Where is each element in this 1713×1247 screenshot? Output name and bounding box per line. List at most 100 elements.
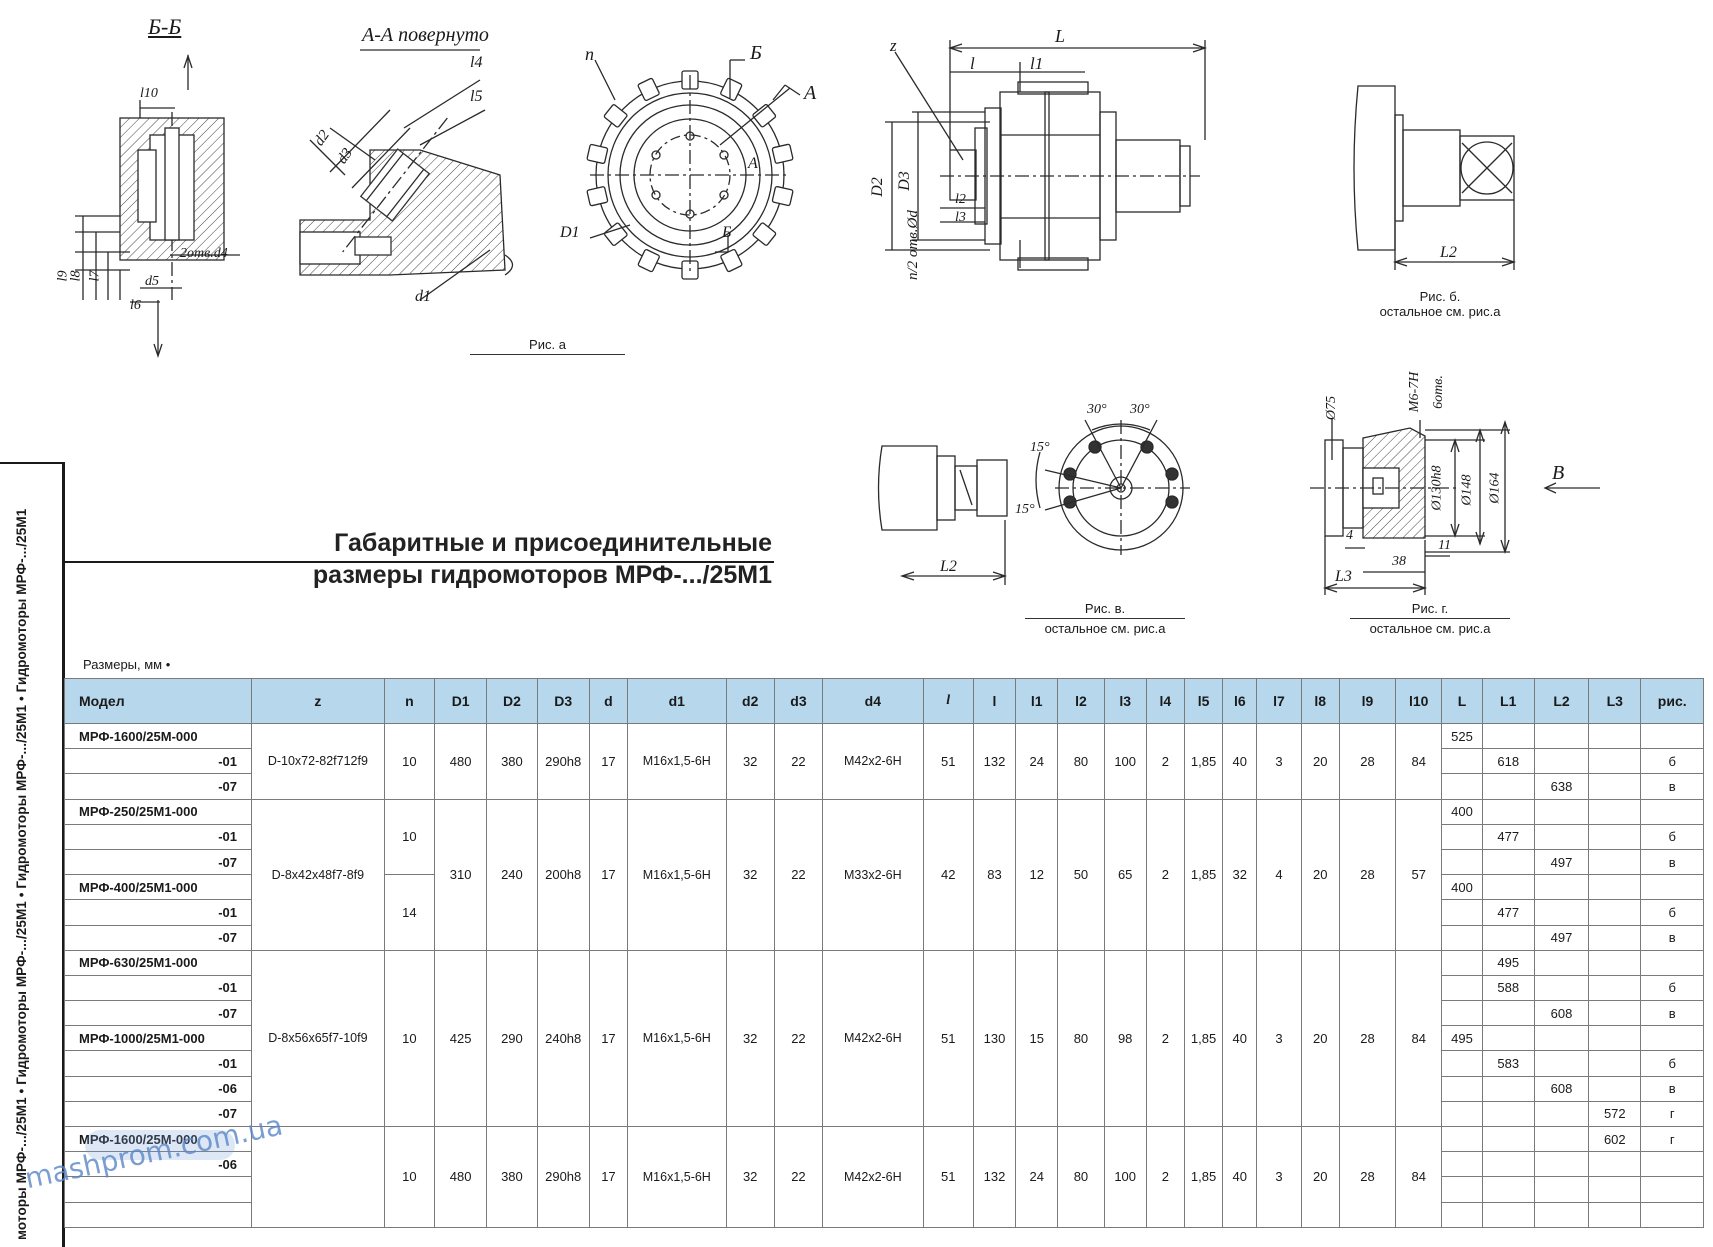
mark-b: Б (750, 42, 762, 64)
col-header-L3: L3 (1588, 678, 1642, 724)
cell-L2 (1533, 974, 1590, 1002)
cell-d2: 32 (725, 798, 775, 951)
cell-L (1441, 848, 1483, 876)
col-header-d4: d4 (822, 678, 924, 724)
cell-d3: 22 (773, 949, 824, 1128)
caption-fig-b: Рис. б. остальное см. рис.а (1360, 289, 1520, 319)
cell-L (1441, 949, 1483, 976)
mark-thread: М6-7Н (1407, 371, 1423, 413)
cell-d3: 22 (773, 1126, 824, 1228)
col-header-l7: l7 (1256, 678, 1302, 724)
cell-l-italic: 51 (922, 1126, 974, 1228)
col-header-d3: d3 (773, 678, 824, 724)
cell-L2: 638 (1533, 773, 1590, 800)
cell-l7: 4 (1256, 798, 1302, 951)
mark-d1: D1 (560, 224, 580, 241)
col-header-l-italic: l (922, 678, 974, 724)
model-name: МРФ-1600/25М-000 (63, 722, 253, 750)
cell-fig (1640, 1176, 1704, 1203)
cell-l4: 2 (1145, 1126, 1185, 1228)
cell-l3: 100 (1103, 1126, 1147, 1228)
cell-L3 (1588, 874, 1642, 901)
cell-fig (1640, 722, 1704, 750)
cell-fig: в (1640, 773, 1704, 800)
col-header-L2: L2 (1533, 678, 1590, 724)
cell-L3: 602 (1588, 1125, 1642, 1153)
cell-l: 132 (972, 723, 1017, 800)
cell-n: 10 (383, 798, 436, 876)
cell-L2: 497 (1533, 924, 1590, 951)
section-aa-label: А-А повернуто (362, 24, 489, 46)
cell-z (251, 1126, 385, 1228)
cell-L: 400 (1441, 798, 1483, 825)
col-header-D1: D1 (433, 678, 488, 724)
cell-l5: 1,85 (1183, 1126, 1224, 1228)
cell-l8: 20 (1300, 1126, 1340, 1228)
mark-ang15a: 15° (1030, 440, 1050, 455)
cell-L2 (1533, 1125, 1590, 1153)
cell-l4: 2 (1145, 949, 1185, 1128)
mark-l3: l3 (955, 210, 966, 225)
cell-fig: в (1640, 1000, 1704, 1027)
units-label: Размеры, мм • (83, 657, 171, 672)
cell-L1 (1481, 924, 1535, 951)
cell-z: D-8x56x65f7-10f9 (251, 949, 385, 1128)
page-title-line-1: Габаритные и присоединительные (334, 529, 772, 557)
cell-D1: 480 (433, 1126, 488, 1228)
cell-fig: б (1640, 974, 1704, 1002)
cell-l6: 40 (1222, 723, 1258, 800)
cell-d1: M16x1,5-6H (627, 1126, 727, 1228)
cell-L (1441, 773, 1483, 800)
cell-L2: 497 (1533, 848, 1590, 876)
cell-fig (1640, 1151, 1704, 1178)
mark-l7: l7 (87, 270, 103, 282)
mark-L3: L3 (1335, 568, 1352, 585)
cell-l4: 2 (1145, 798, 1185, 951)
mark-holes: n/2 отв.Ød (905, 210, 921, 280)
cell-L3 (1588, 1025, 1642, 1052)
mark-view-b: В (1552, 462, 1565, 484)
cell-L2 (1533, 1176, 1590, 1203)
cell-n: 14 (383, 874, 436, 951)
cell-L3 (1588, 848, 1642, 876)
cell-D2: 380 (486, 1126, 538, 1228)
cell-d3: 22 (773, 723, 824, 800)
cell-L2 (1533, 874, 1590, 901)
cell-L2 (1533, 722, 1590, 750)
side-strip (0, 462, 65, 1247)
mark-l6: l6 (130, 298, 141, 313)
cell-L2: 608 (1533, 1000, 1590, 1027)
cell-L3 (1588, 1075, 1642, 1102)
mark-l10: l10 (140, 86, 158, 101)
technical-drawings (75, 40, 1600, 595)
cell-l-italic: 51 (922, 723, 974, 800)
cell-l10: 57 (1395, 798, 1443, 951)
cell-l-italic: 42 (922, 798, 974, 951)
cell-fig (1640, 1025, 1704, 1052)
cell-d: 17 (588, 723, 629, 800)
cell-L1 (1481, 798, 1535, 825)
motor-side-view (885, 40, 1208, 271)
cell-l: 130 (972, 949, 1017, 1128)
mark-L: L (1055, 26, 1066, 46)
cell-n: 10 (383, 1126, 436, 1228)
col-header-fig: рис. (1640, 678, 1704, 724)
mark-a: А (804, 82, 817, 104)
cell-L2 (1533, 949, 1590, 976)
cell-D3: 240h8 (536, 949, 590, 1128)
cell-l5: 1,85 (1183, 798, 1224, 951)
mark-z: z (890, 36, 897, 55)
cell-fig: в (1640, 1075, 1704, 1102)
cell-L (1441, 974, 1483, 1002)
model-name (63, 1176, 253, 1203)
col-header-l8: l8 (1300, 678, 1340, 724)
mark-L2b: L2 (940, 558, 957, 575)
